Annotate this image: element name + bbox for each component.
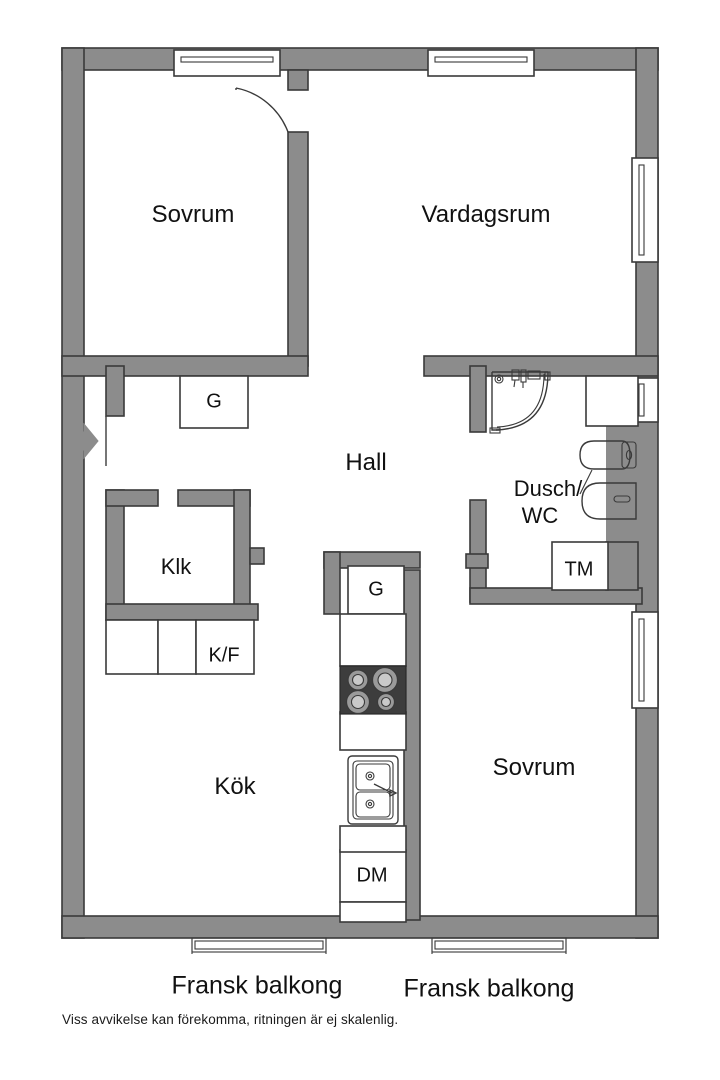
door-swing-bedroom — [235, 87, 289, 133]
washbasin-and-toilet — [579, 375, 639, 520]
balcony-label-right: Fransk balkong — [403, 974, 575, 1003]
fixture-boxes — [105, 375, 609, 923]
shower-cubicle — [489, 369, 551, 434]
french-balcony-rails — [191, 937, 567, 954]
kitchen-sink — [347, 755, 399, 825]
entrance-arrow — [65, 416, 107, 466]
stove — [339, 665, 407, 715]
windows — [173, 49, 659, 709]
disclaimer-text: Viss avvikelse kan förekomma, ritningen … — [62, 1012, 399, 1027]
balcony-label-left: Fransk balkong — [171, 971, 343, 1000]
